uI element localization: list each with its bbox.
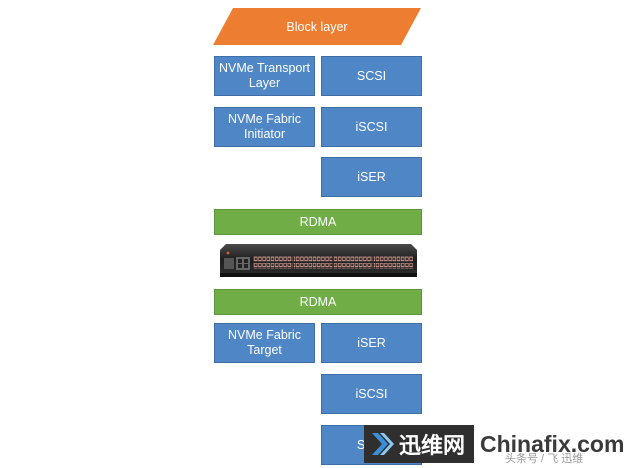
switch-icon	[220, 244, 417, 277]
iscsi-target-box: iSCSI	[321, 374, 422, 414]
block-layer-parallelogram	[213, 8, 421, 45]
network-switch-image	[220, 244, 417, 277]
scsi-initiator-box: SCSI	[321, 56, 422, 96]
nvme-fabric-initiator-box: NVMe Fabric Initiator	[214, 107, 315, 147]
iser-initiator-box: iSER	[321, 157, 422, 197]
rdma-target-bar: RDMA	[214, 289, 422, 315]
iscsi-initiator-box: iSCSI	[321, 107, 422, 147]
iser-target-box: iSER	[321, 323, 422, 363]
watermark-site-text: Chinafix.com	[480, 430, 625, 457]
watermark-site-box: Chinafix.com	[474, 425, 636, 463]
nvme-transport-layer-box: NVMe Transport Layer	[214, 56, 315, 96]
watermark-logo-icon	[372, 433, 394, 455]
watermark-logo-text: 迅维网	[399, 433, 466, 458]
watermark-logo-box: 迅维网	[364, 425, 474, 463]
block-layer-label: Block layer	[286, 19, 348, 34]
watermark-faint-text: 头条号 / 飞 迅维	[505, 453, 584, 465]
block-layer-shape: Block layer	[213, 8, 421, 45]
nvme-fabric-target-box: NVMe Fabric Target	[214, 323, 315, 363]
rdma-initiator-bar: RDMA	[214, 209, 422, 235]
